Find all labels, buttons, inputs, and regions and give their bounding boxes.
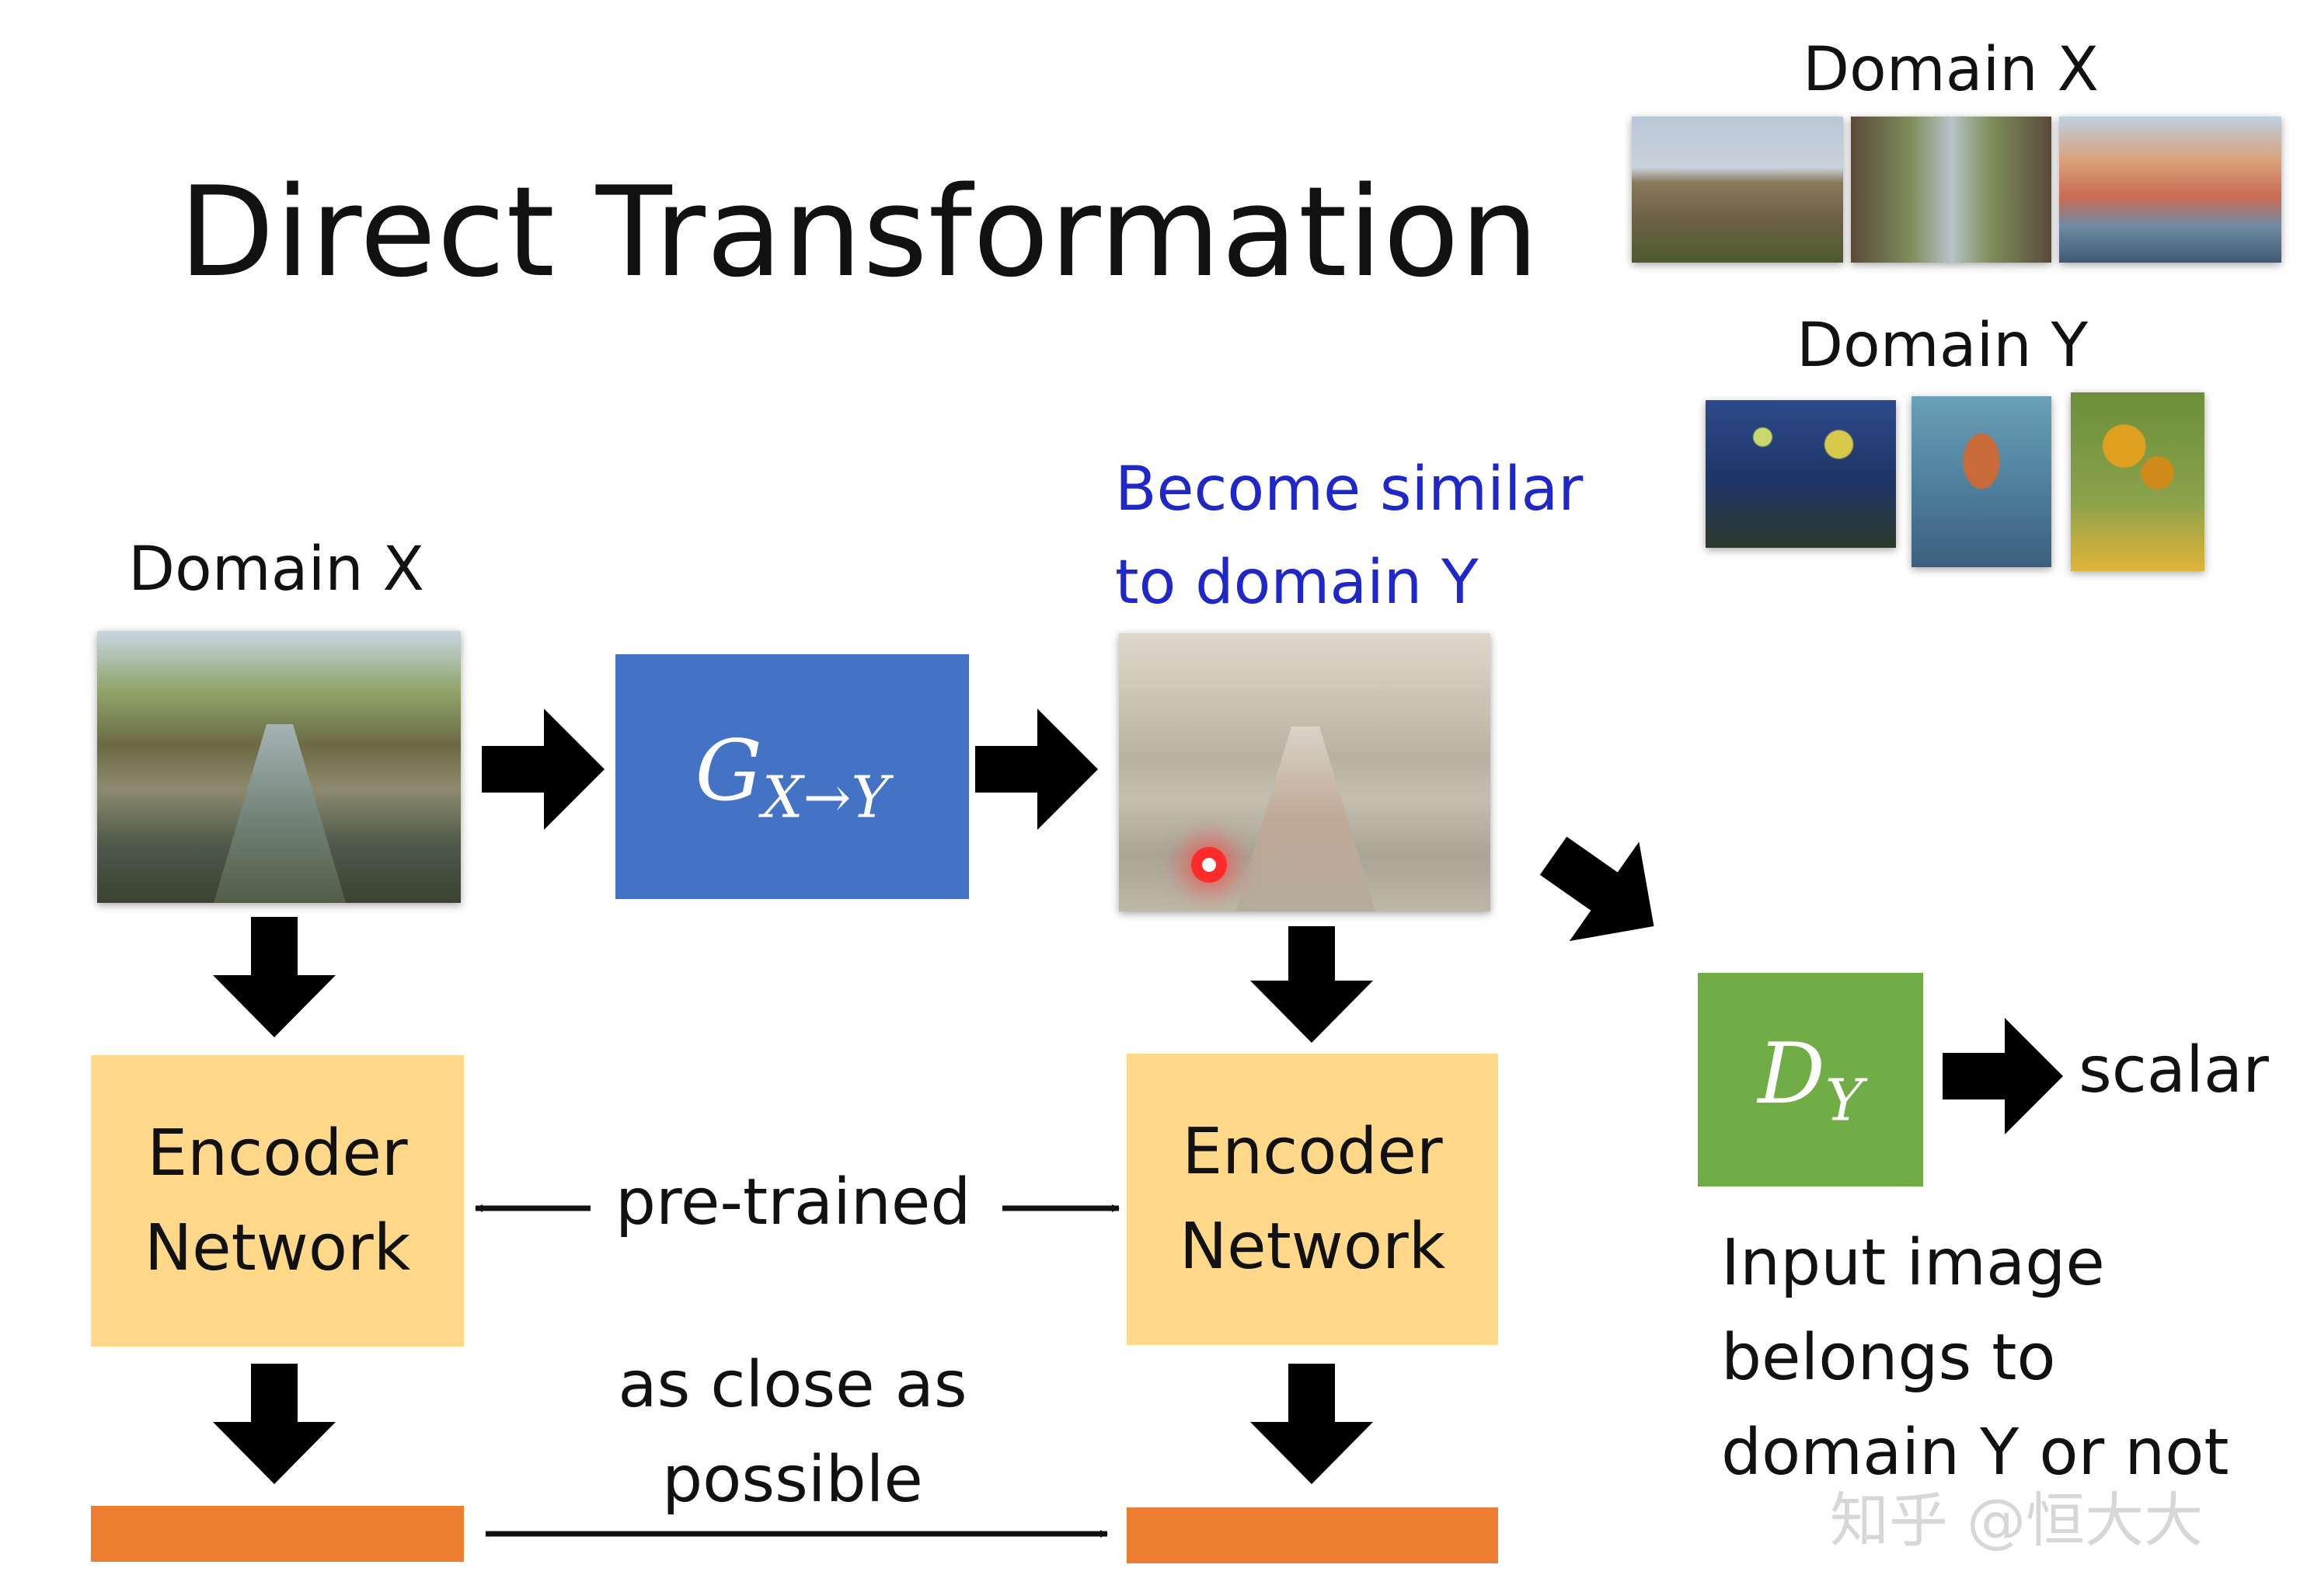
cursor-dot-icon (1191, 847, 1227, 883)
output-stylized-photo (1119, 633, 1490, 911)
arrow-right-icon (975, 709, 1098, 830)
input-canal-photo (97, 631, 461, 903)
generator-symbol: GX→Y (695, 723, 890, 831)
arrow-down-icon (213, 917, 336, 1037)
arrow-diagonal-icon (1539, 836, 1654, 942)
become-similar-annotation: Become similar to domain Y (1115, 443, 1583, 629)
sunflowers-painting (2071, 392, 2204, 571)
discriminator-box: DY (1698, 973, 1923, 1187)
feature-bar-right (1127, 1507, 1498, 1563)
watermark: 知乎 @恒大大 (1830, 1486, 2204, 1555)
close-label-line-2: possible (662, 1443, 923, 1517)
scalar-label: scalar (2079, 1033, 2269, 1107)
arrow-right-icon (1943, 1018, 2063, 1134)
encoder-left-line-1: Encoder (147, 1116, 408, 1190)
generator-subscript: X→Y (761, 764, 890, 831)
discriminator-subscript: Y (1824, 1067, 1863, 1134)
canal-photo-small (1851, 117, 2051, 263)
encoder-right-line-1: Encoder (1182, 1114, 1443, 1189)
arrow-down-icon (1250, 1364, 1373, 1484)
domain-y-examples (1706, 392, 2218, 575)
close-label-line-1: as close as (618, 1348, 967, 1422)
generator-main-letter: G (695, 722, 762, 820)
starry-night-painting (1706, 400, 1896, 548)
domain-x-label: Domain X (128, 535, 424, 605)
arrow-down-icon (1250, 926, 1373, 1043)
castle-photo (1632, 117, 1843, 263)
input-desc-line-2: belongs to (1721, 1321, 2056, 1395)
input-desc-line-3: domain Y or not (1721, 1416, 2229, 1490)
discriminator-symbol: DY (1758, 1026, 1863, 1134)
feature-bar-left (91, 1506, 464, 1562)
self-portrait-painting (1911, 396, 2051, 567)
pretrained-label: pre-trained (615, 1166, 971, 1239)
slide-title: Direct Transformation (179, 159, 1540, 305)
generator-box: GX→Y (615, 654, 969, 899)
encoder-network-left: Encoder Network (91, 1055, 464, 1347)
legend-domain-y-label: Domain Y (1796, 311, 2089, 381)
arrow-right-icon (482, 709, 605, 830)
harbor-photo (2059, 117, 2281, 263)
domain-x-examples (1632, 117, 2284, 264)
become-similar-line-2: to domain Y (1115, 548, 1479, 618)
discriminator-description: Input image belongs to domain Y or not (1721, 1216, 2229, 1500)
input-desc-line-1: Input image (1721, 1226, 2105, 1300)
encoder-left-line-2: Network (144, 1211, 411, 1285)
close-as-possible-label: as close as possible (591, 1338, 995, 1528)
arrow-down-icon (213, 1364, 336, 1484)
become-similar-line-1: Become similar (1115, 455, 1584, 524)
encoder-network-right: Encoder Network (1127, 1054, 1498, 1345)
discriminator-main-letter: D (1758, 1025, 1825, 1123)
legend-domain-x-label: Domain X (1803, 35, 2099, 105)
encoder-right-line-2: Network (1179, 1209, 1446, 1284)
